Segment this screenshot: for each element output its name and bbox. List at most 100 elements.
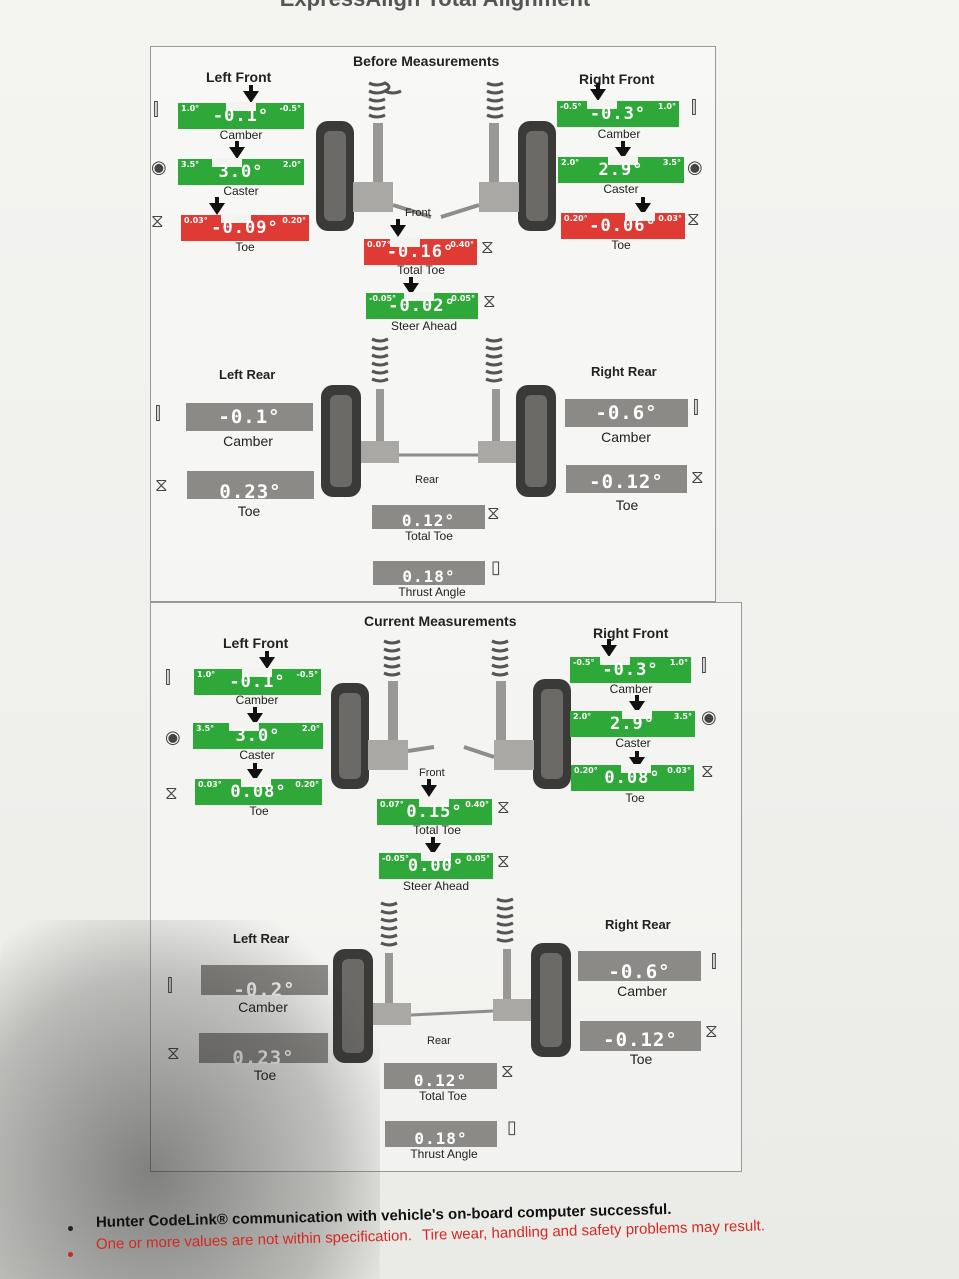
steer-ahead-icon: ⧖ xyxy=(497,851,510,872)
before-right-front-label: Right Front xyxy=(579,71,655,87)
toe-icon: ⧖ xyxy=(487,503,500,524)
before-lr-toe-label: Toe xyxy=(237,503,261,519)
current-front-label: Front xyxy=(419,767,445,779)
before-rf-toe-meter: 0.20°0.03° -0.06° xyxy=(561,212,685,239)
before-right-rear-label: Right Rear xyxy=(591,364,657,379)
arrow-down-icon xyxy=(390,225,406,237)
before-lf-toe-label: Toe xyxy=(235,240,255,254)
before-rf-caster-label: Caster xyxy=(603,182,639,196)
before-rr-camber-label: Camber xyxy=(601,429,651,445)
current-lf-toe-label: Toe xyxy=(249,804,269,818)
toe-icon: ⧖ xyxy=(501,1061,514,1082)
current-lr-camber-label: Camber xyxy=(238,999,288,1015)
before-left-front-label: Left Front xyxy=(206,69,272,85)
arrow-indicator xyxy=(621,141,625,149)
current-rf-camber-meter: -0.5°1.0° -0.3° xyxy=(570,656,691,683)
before-total-toe-meter: 0.07°0.40° -0.16° xyxy=(364,238,477,265)
current-lf-toe-meter: 0.03°0.20° 0.08° xyxy=(195,778,322,805)
before-rf-caster-value: 2.9° xyxy=(598,160,644,180)
current-rr-camber-label: Camber xyxy=(617,983,667,999)
front-suspension-illustration xyxy=(316,81,556,231)
current-lf-camber-meter: 1.0°-0.5° -0.1° xyxy=(194,668,321,695)
arrow-down-icon xyxy=(601,645,617,657)
current-rf-caster-meter: 2.0°3.5° 2.9° xyxy=(570,710,695,737)
arrow-indicator xyxy=(253,707,257,715)
before-rr-camber-meter: -0.6° xyxy=(565,399,688,427)
before-lf-camber-meter: 1.0°-0.5° -0.1° xyxy=(178,102,304,129)
camber-icon: ⫿ xyxy=(165,667,171,688)
current-rr-toe-label: Toe xyxy=(629,1051,653,1067)
rear-suspension-illustration xyxy=(333,897,571,1063)
caster-icon: ◉ xyxy=(701,707,717,728)
arrow-down-icon xyxy=(421,785,437,797)
camber-icon: ⫿ xyxy=(691,97,697,118)
before-rear-total-toe-meter: 0.12° xyxy=(372,505,485,530)
before-rr-toe-meter: -0.12° xyxy=(566,465,687,493)
camber-icon: ⫿ xyxy=(167,975,173,996)
before-steer-ahead-label: Steer Ahead xyxy=(390,319,458,333)
current-rf-camber-label: Camber xyxy=(609,682,653,696)
before-left-rear-label: Left Rear xyxy=(219,367,276,382)
arrow-indicator xyxy=(635,695,639,703)
current-lr-camber-value: -0.2° xyxy=(233,979,296,1001)
current-total-toe-value: 0.15° xyxy=(406,802,463,822)
before-lf-caster-label: Caster xyxy=(223,184,259,198)
arrow-indicator xyxy=(215,197,219,205)
arrow-indicator xyxy=(409,277,413,285)
current-steer-ahead-meter: -0.05°0.05° 0.00° xyxy=(379,852,493,879)
arrow-indicator xyxy=(641,197,645,205)
current-measurements-panel: Current Measurements Left Front Right Fr… xyxy=(150,602,742,1172)
before-front-label: Front xyxy=(405,207,431,219)
before-rr-camber-value: -0.6° xyxy=(595,402,658,424)
current-lr-toe-label: Toe xyxy=(253,1067,277,1083)
current-rf-caster-value: 2.9° xyxy=(610,714,655,734)
current-total-toe-label: Total Toe xyxy=(413,823,461,837)
before-lf-camber-value: -0.1° xyxy=(212,106,270,126)
toe-icon: ⧖ xyxy=(497,797,510,818)
front-suspension-illustration xyxy=(331,639,571,789)
current-rf-caster-label: Caster xyxy=(615,736,651,750)
before-lf-camber-label: Camber xyxy=(219,128,263,142)
rear-suspension-illustration xyxy=(321,337,556,497)
before-thrust-angle-meter: 0.18° xyxy=(373,561,485,586)
before-lr-camber-meter: -0.1° xyxy=(186,403,313,431)
toe-icon: ⧖ xyxy=(687,209,700,230)
before-rf-camber-value: -0.3° xyxy=(589,104,647,124)
toe-icon: ⧖ xyxy=(167,1043,180,1064)
current-thrust-angle-label: Thrust Angle xyxy=(410,1147,478,1161)
before-rf-caster-meter: 2.0°3.5° 2.9° xyxy=(558,156,684,183)
before-total-toe-label: Total Toe xyxy=(397,263,445,277)
before-rf-camber-label: Camber xyxy=(597,127,641,141)
toe-icon: ⧖ xyxy=(155,475,168,496)
current-lf-caster-value: 3.0° xyxy=(235,726,281,746)
current-rr-camber-meter: -0.6° xyxy=(578,951,701,983)
caster-icon: ◉ xyxy=(165,727,181,748)
arrow-indicator xyxy=(249,85,253,93)
camber-icon: ⫿ xyxy=(155,403,161,424)
arrow-indicator xyxy=(253,763,257,771)
arrow-down-icon xyxy=(590,89,606,101)
before-steer-ahead-value: -0.02° xyxy=(388,296,456,316)
before-heading: Before Measurements xyxy=(353,53,500,69)
current-rear-total-toe-value: 0.12° xyxy=(413,1071,468,1090)
bullet-dot xyxy=(68,1252,73,1257)
camber-icon: ⫿ xyxy=(693,397,699,418)
current-steer-ahead-label: Steer Ahead xyxy=(402,879,470,893)
before-total-toe-value: -0.16° xyxy=(386,242,455,262)
arrow-indicator xyxy=(431,837,435,845)
current-right-rear-label: Right Rear xyxy=(605,917,671,932)
current-lr-camber-meter: -0.2° xyxy=(201,965,328,1001)
camber-icon: ⫿ xyxy=(153,99,159,120)
camber-icon: ⫿ xyxy=(711,951,717,972)
before-rr-toe-value: -0.12° xyxy=(589,471,664,493)
current-heading: Current Measurements xyxy=(364,613,517,629)
before-thrust-angle-label: Thrust Angle xyxy=(398,585,466,599)
before-rf-camber-meter: -0.5°1.0° -0.3° xyxy=(557,100,679,127)
arrow-indicator xyxy=(635,751,639,759)
before-steer-ahead-meter: -0.05°0.05° -0.02° xyxy=(366,292,478,319)
current-right-front-label: Right Front xyxy=(593,625,669,641)
before-lr-camber-value: -0.1° xyxy=(218,406,281,428)
before-rear-total-toe-label: Total Toe xyxy=(405,529,453,543)
current-steer-ahead-value: 0.00° xyxy=(407,856,465,876)
arrow-indicator xyxy=(596,83,600,91)
